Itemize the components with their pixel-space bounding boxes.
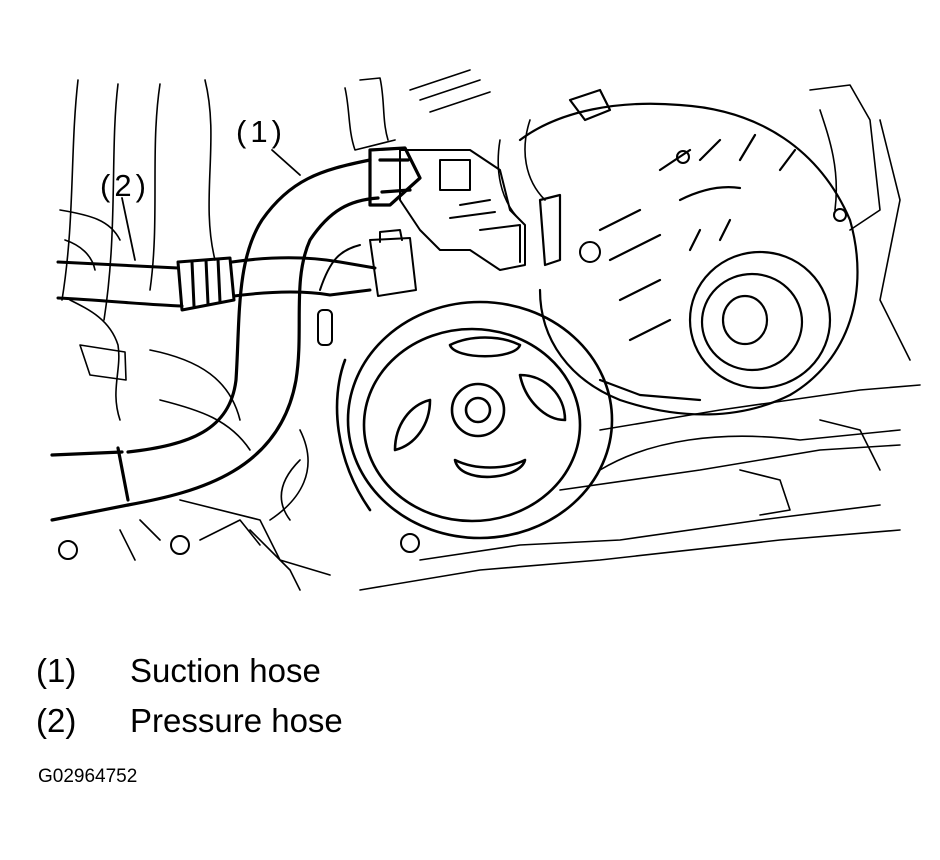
pressure-hose [56, 256, 377, 312]
legend-text: Suction hose [130, 652, 321, 689]
engine-bay-illustration [50, 69, 921, 591]
bolt-heads [58, 150, 847, 560]
engine-background-lines [59, 69, 921, 591]
callout-suction-hose: (1) [236, 114, 286, 149]
legend-number: (1) [36, 652, 77, 689]
pump-pulley [335, 300, 614, 540]
legend-number: (2) [36, 702, 77, 739]
figure-code: G02964752 [38, 766, 138, 787]
callout-pressure-hose: (2) [100, 168, 150, 203]
pump-housing [319, 149, 526, 297]
suction-hose [50, 146, 422, 522]
legend-text: Pressure hose [130, 702, 343, 739]
alternator [518, 88, 859, 416]
leader-lines [121, 149, 301, 261]
